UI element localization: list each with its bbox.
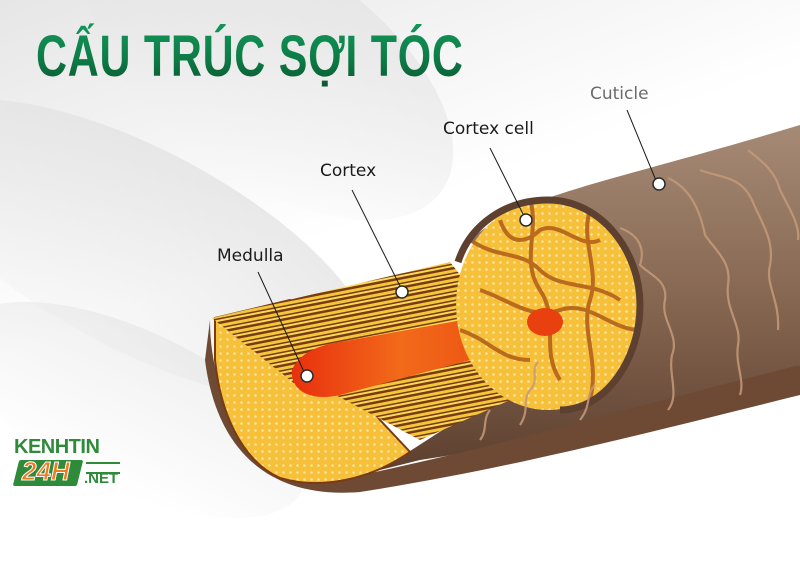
logo-suffix: .NET — [84, 470, 119, 487]
label-cortex: Cortex — [320, 161, 377, 181]
cortex-marker — [395, 285, 409, 299]
medulla-marker — [300, 369, 314, 383]
page-title: CẤU TRÚC SỢI TÓC — [36, 22, 464, 92]
cortex-shell-lower — [205, 320, 800, 493]
medulla-leader — [257, 271, 306, 375]
label-cortex-cell: Cortex cell — [443, 119, 534, 139]
logo-wordmark: KENHTIN — [14, 436, 100, 458]
cuticle-leader — [626, 109, 658, 184]
cortex-cell-marker — [519, 213, 533, 227]
brand-logo[interactable]: KENHTIN 24H .NET — [12, 436, 122, 492]
hair-structure-diagram — [205, 109, 800, 493]
logo-badge-text: 24H — [22, 456, 71, 487]
cuticle-marker — [652, 177, 666, 191]
logo-lines-icon — [86, 462, 120, 474]
label-medulla: Medulla — [217, 246, 284, 266]
label-cuticle: Cuticle — [590, 84, 649, 104]
cortex-cell-leader — [489, 147, 526, 219]
cortex-leader — [351, 189, 403, 291]
